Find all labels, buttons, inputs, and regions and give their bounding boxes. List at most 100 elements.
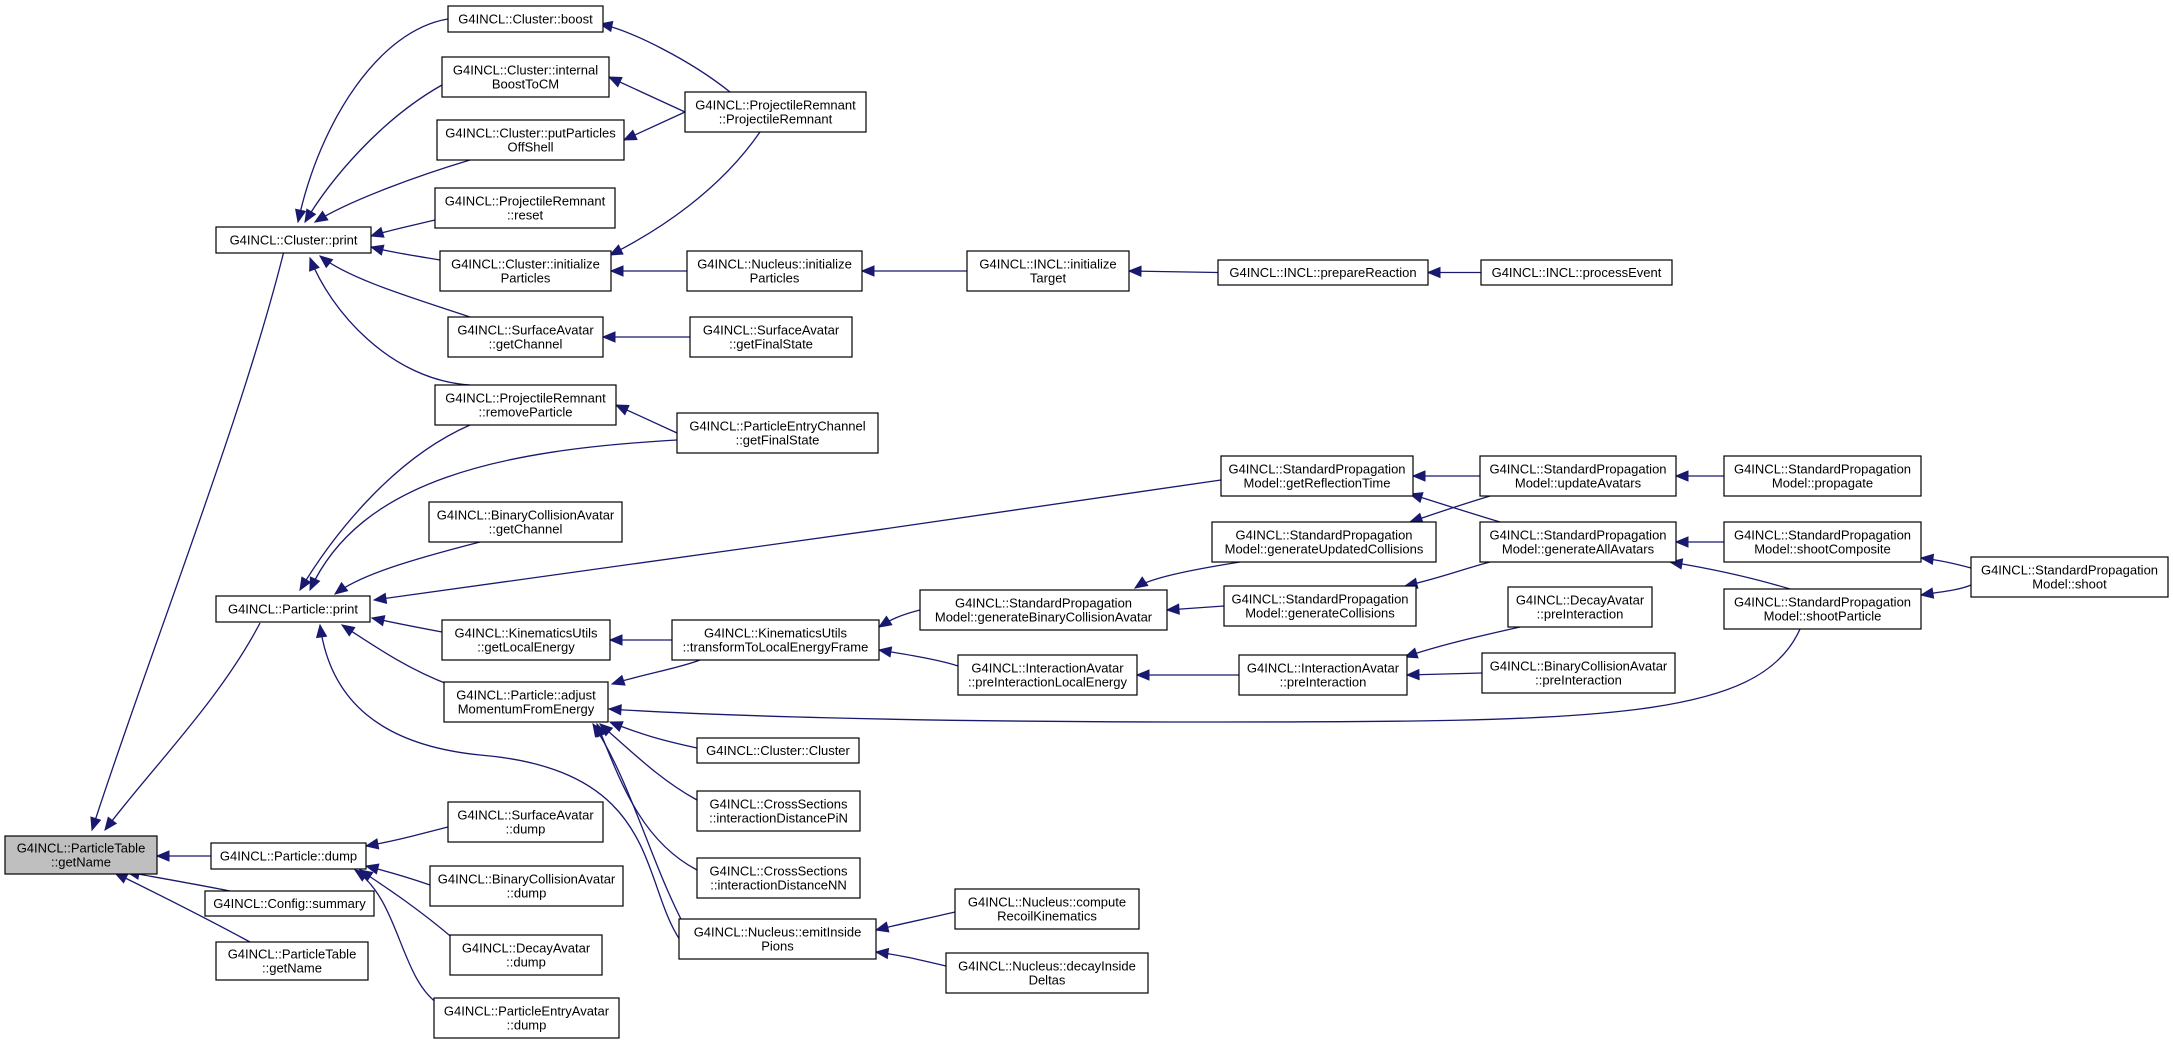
node-spm-shootpart[interactable]: G4INCL::StandardPropagationModel::shootP… bbox=[1723, 588, 1922, 630]
node-label-line: G4INCL::ParticleTable bbox=[17, 841, 146, 856]
node-pr-ctor[interactable]: G4INCL::ProjectileRemnant::ProjectileRem… bbox=[684, 91, 867, 133]
node-bca-getchannel[interactable]: G4INCL::BinaryCollisionAvatar::getChanne… bbox=[428, 501, 623, 543]
node-bca-dump[interactable]: G4INCL::BinaryCollisionAvatar::dump bbox=[429, 865, 624, 907]
node-pr-remove[interactable]: G4INCL::ProjectileRemnant::removeParticl… bbox=[434, 384, 617, 426]
node-label-line: G4INCL::Nucleus::compute bbox=[968, 895, 1126, 910]
arrowhead bbox=[608, 244, 624, 256]
edge-ia_pre-to-ia_prelocal bbox=[1135, 669, 1239, 681]
node-particle-dump[interactable]: G4INCL::Particle::dump bbox=[210, 842, 367, 870]
node-label-line: Model::generateAllAvatars bbox=[1502, 542, 1655, 557]
node-incl-prepare[interactable]: G4INCL::INCL::prepareReaction bbox=[1217, 259, 1429, 286]
node-pea-dump[interactable]: G4INCL::ParticleEntryAvatar::dump bbox=[433, 997, 620, 1039]
node-label-line: G4INCL::DecayAvatar bbox=[462, 941, 591, 956]
node-label-line: Model::shootComposite bbox=[1754, 542, 1891, 557]
node-spm-genall[interactable]: G4INCL::StandardPropagationModel::genera… bbox=[1479, 521, 1677, 563]
node-box bbox=[1481, 652, 1676, 694]
arrowhead bbox=[155, 850, 170, 862]
node-box bbox=[1217, 259, 1429, 286]
node-sa-dump[interactable]: G4INCL::SurfaceAvatar::dump bbox=[447, 801, 604, 843]
node-cs-nn[interactable]: G4INCL::CrossSections::interactionDistan… bbox=[696, 857, 861, 899]
arrowhead bbox=[1674, 470, 1689, 482]
node-pec-getfinal[interactable]: G4INCL::ParticleEntryChannel::getFinalSt… bbox=[676, 412, 879, 454]
node-da-pre[interactable]: G4INCL::DecayAvatar::preInteraction bbox=[1507, 586, 1653, 628]
node-spm-genbinary[interactable]: G4INCL::StandardPropagationModel::genera… bbox=[919, 589, 1168, 631]
node-spm-shootcomp[interactable]: G4INCL::StandardPropagationModel::shootC… bbox=[1723, 521, 1922, 563]
node-spm-gencoll[interactable]: G4INCL::StandardPropagationModel::genera… bbox=[1223, 585, 1417, 627]
edge-line bbox=[319, 624, 681, 941]
edge-sa_getchannel-to-cluster_print bbox=[318, 255, 471, 318]
node-incl-process[interactable]: G4INCL::INCL::processEvent bbox=[1480, 259, 1673, 286]
node-label-line: ::getName bbox=[262, 961, 322, 976]
edge-sa_getfinal-to-sa_getchannel bbox=[601, 331, 690, 343]
node-label-line: G4INCL::StandardPropagation bbox=[1734, 595, 1911, 610]
arrowhead bbox=[369, 244, 385, 256]
node-spm-genupdated[interactable]: G4INCL::StandardPropagationModel::genera… bbox=[1211, 521, 1437, 563]
edge-spm_shootpart-to-spm_genall bbox=[1668, 558, 1791, 590]
node-label-line: G4INCL::Cluster::internal bbox=[453, 63, 598, 78]
edge-line bbox=[599, 723, 698, 801]
node-label-line: G4INCL::StandardPropagation bbox=[1489, 462, 1666, 477]
node-label-line: G4INCL::StandardPropagation bbox=[1734, 528, 1911, 543]
node-ku-getlocal[interactable]: G4INCL::KinematicsUtils::getLocalEnergy bbox=[441, 619, 611, 661]
node-label-line: G4INCL::ProjectileRemnant bbox=[445, 391, 606, 406]
edge-nucleus_emit-to-particle_adjust bbox=[592, 722, 685, 926]
node-box bbox=[449, 934, 603, 976]
node-label-line: ::removeParticle bbox=[479, 405, 573, 420]
node-ia-prelocal[interactable]: G4INCL::InteractionAvatar::preInteractio… bbox=[957, 654, 1138, 696]
arrowhead bbox=[1919, 587, 1935, 599]
node-box bbox=[966, 250, 1130, 292]
node-root[interactable]: G4INCL::ParticleTable::getName bbox=[4, 835, 158, 875]
node-cs-pin[interactable]: G4INCL::CrossSections::interactionDistan… bbox=[696, 790, 861, 832]
node-config-summary[interactable]: G4INCL::Config::summary bbox=[204, 890, 375, 917]
node-spm-getrefl[interactable]: G4INCL::StandardPropagationModel::getRef… bbox=[1220, 455, 1414, 497]
node-ku-transform[interactable]: G4INCL::KinematicsUtils::transformToLoca… bbox=[671, 619, 880, 661]
edge-nucleus_compute-to-nucleus_emit bbox=[874, 911, 956, 933]
node-box bbox=[434, 384, 617, 426]
node-box bbox=[1223, 585, 1417, 627]
arrowhead bbox=[607, 704, 622, 716]
node-spm-propagate[interactable]: G4INCL::StandardPropagationModel::propag… bbox=[1723, 455, 1922, 497]
node-label-line: G4INCL::CrossSections bbox=[710, 797, 848, 812]
arrowhead bbox=[1135, 669, 1150, 681]
node-pr-reset[interactable]: G4INCL::ProjectileRemnant::reset bbox=[434, 187, 616, 229]
edge-line bbox=[596, 723, 698, 871]
node-box bbox=[1480, 259, 1673, 286]
edge-line bbox=[373, 479, 1222, 601]
node-spm-update[interactable]: G4INCL::StandardPropagationModel::update… bbox=[1479, 455, 1677, 497]
edge-bca_pre-to-ia_pre bbox=[1405, 668, 1483, 681]
node-label-line: G4INCL::Nucleus::emitInside bbox=[694, 925, 862, 940]
node-label-line: G4INCL::SurfaceAvatar bbox=[703, 323, 840, 338]
node-cluster-ctor[interactable]: G4INCL::Cluster::Cluster bbox=[696, 737, 860, 764]
node-particle-adjust[interactable]: G4INCL::Particle::adjustMomentumFromEner… bbox=[443, 681, 609, 723]
node-sa-getfinal[interactable]: G4INCL::SurfaceAvatar::getFinalState bbox=[689, 316, 853, 358]
node-cluster-boost[interactable]: G4INCL::Cluster::boost bbox=[447, 5, 604, 33]
node-particle-print[interactable]: G4INCL::Particle::print bbox=[215, 595, 371, 623]
edge-line bbox=[104, 622, 261, 831]
node-pt-getname2[interactable]: G4INCL::ParticleTable::getName bbox=[215, 941, 369, 981]
node-box bbox=[1970, 556, 2169, 598]
edge-pr_ctor-to-cluster_internal bbox=[607, 76, 686, 113]
node-label-line: G4INCL::ProjectileRemnant bbox=[695, 98, 856, 113]
arrowhead bbox=[607, 76, 623, 88]
node-bca-pre[interactable]: G4INCL::BinaryCollisionAvatar::preIntera… bbox=[1481, 652, 1676, 694]
arrowhead bbox=[601, 331, 616, 343]
arrowhead bbox=[608, 721, 624, 732]
node-label-line: G4INCL::BinaryCollisionAvatar bbox=[438, 872, 616, 887]
node-cluster-print[interactable]: G4INCL::Cluster::print bbox=[215, 226, 372, 254]
node-ia-pre[interactable]: G4INCL::InteractionAvatar::preInteractio… bbox=[1238, 654, 1408, 696]
node-da-dump[interactable]: G4INCL::DecayAvatar::dump bbox=[449, 934, 603, 976]
node-sa-getchannel[interactable]: G4INCL::SurfaceAvatar::getChannel bbox=[447, 316, 604, 358]
edge-line bbox=[365, 826, 449, 847]
edge-incl_inittarget-to-nucleus_init bbox=[860, 265, 967, 277]
edge-spm_getrefl-to-particle_print bbox=[372, 479, 1222, 605]
